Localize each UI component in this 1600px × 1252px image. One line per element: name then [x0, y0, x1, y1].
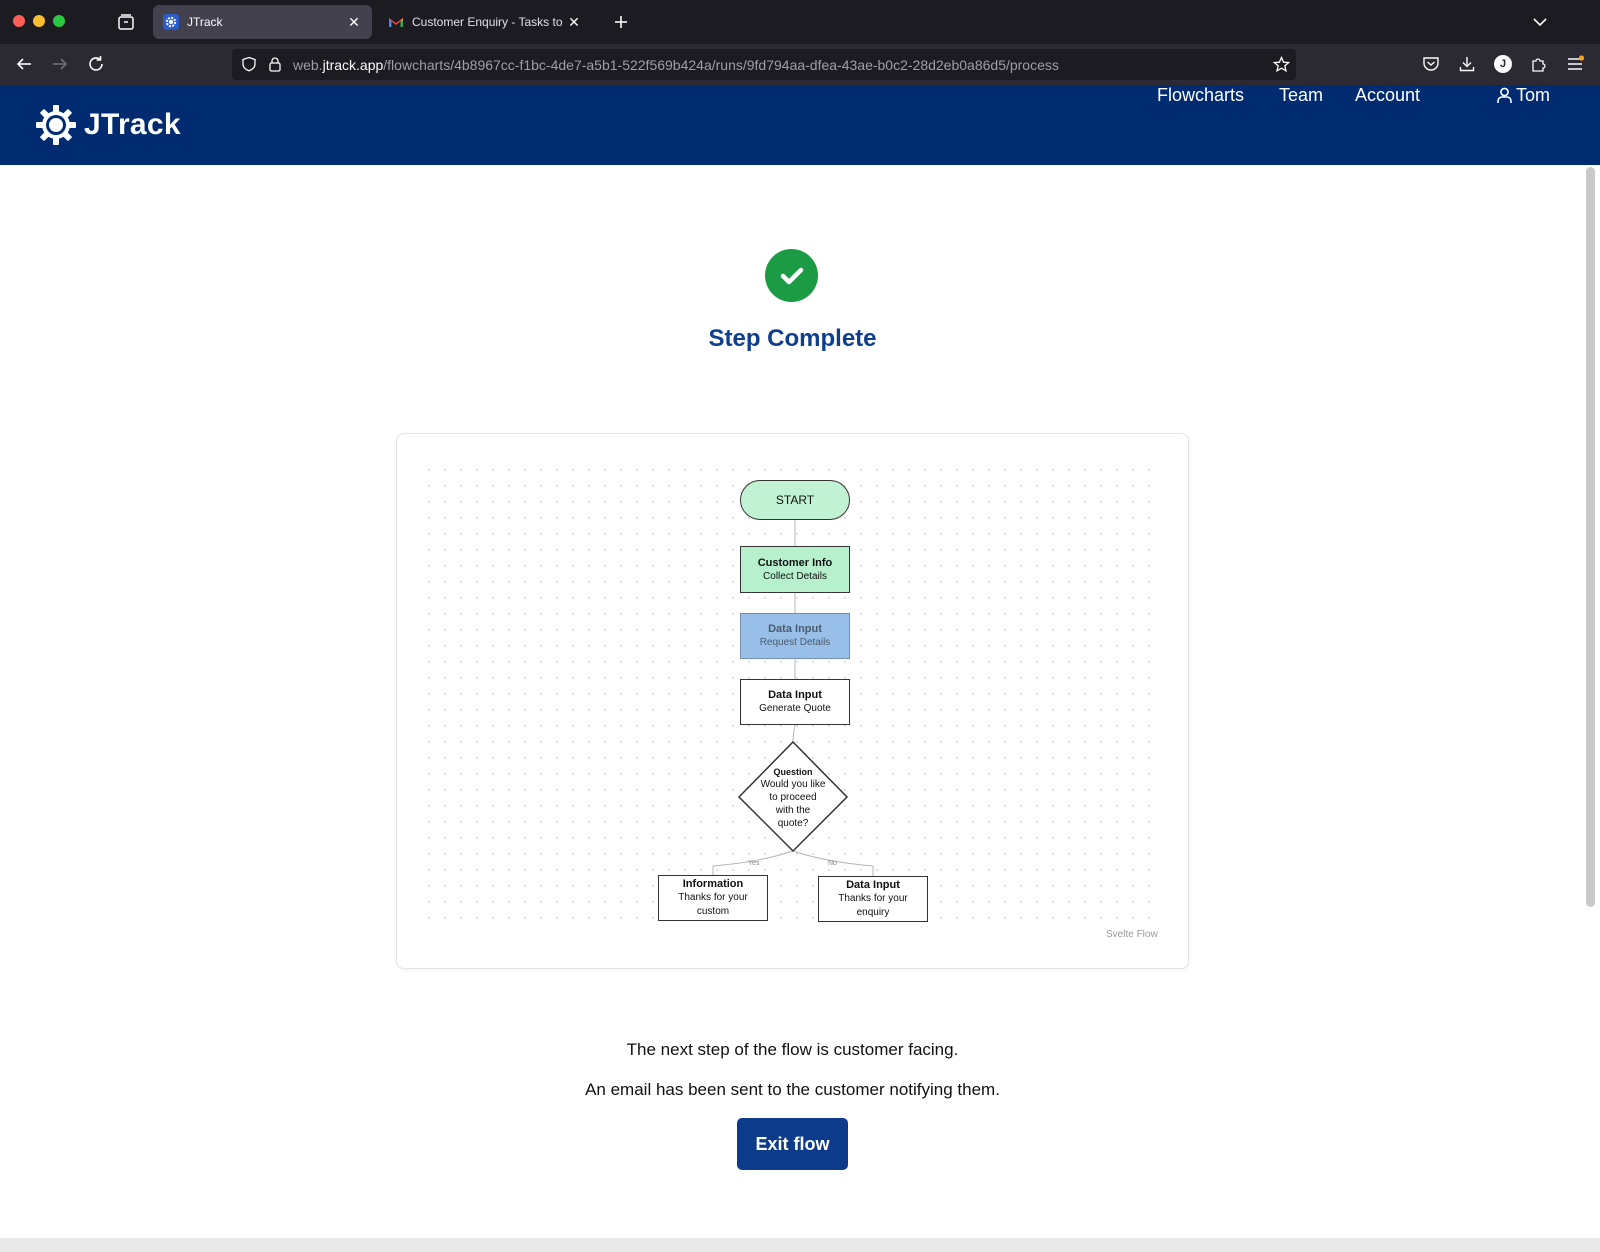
user-name: Tom — [1516, 85, 1551, 105]
node-title: Information — [682, 878, 744, 890]
app-menu-icon[interactable] — [1566, 55, 1584, 73]
tab-customer-enquiry[interactable]: Customer Enquiry - Tasks to com ✕ — [378, 5, 592, 39]
flow-node-customer-info[interactable]: Customer Info Collect Details — [740, 546, 850, 593]
start-label: START — [775, 493, 815, 507]
flow-node-request-details[interactable]: Data Input Request Details — [740, 613, 850, 659]
svelte-flow-attribution[interactable]: Svelte Flow — [1106, 929, 1158, 940]
success-check-icon — [765, 249, 818, 302]
message-email-sent: An email has been sent to the customer n… — [585, 1080, 1000, 1099]
node-subtitle: Thanks for your custom — [678, 892, 748, 917]
flow-node-generate-quote[interactable]: Data Input Generate Quote — [740, 679, 850, 725]
brand-name: JTrack — [84, 108, 181, 141]
url-host-prefix: web. — [293, 57, 323, 73]
node-subtitle: Request Details — [759, 637, 831, 648]
node-title: Data Input — [768, 689, 822, 701]
edge-label-no: No — [828, 860, 837, 867]
tab-title: Customer Enquiry - Tasks to com — [412, 15, 566, 29]
page-title: Step Complete — [708, 325, 877, 352]
url-path: /flowcharts/4b8967cc-f1bc-4de7-a5b1-522f… — [383, 57, 1059, 73]
flow-node-start[interactable]: START — [740, 480, 850, 520]
app-header: JTrack Flowcharts Team Account Tom — [0, 85, 1600, 165]
maximize-window-button[interactable] — [53, 15, 65, 27]
browser-toolbar: web.jtrack.app/flowcharts/4b8967cc-f1bc-… — [0, 44, 1600, 85]
nav-account[interactable]: Account — [1355, 85, 1421, 105]
exit-flow-button[interactable]: Exit flow — [737, 1118, 848, 1170]
tab-title: JTrack — [187, 15, 223, 29]
close-window-button[interactable] — [13, 15, 25, 27]
flow-node-question[interactable]: Question Would you like to proceed with … — [752, 766, 834, 830]
pocket-icon[interactable] — [1422, 55, 1440, 73]
jtrack-favicon-icon — [163, 14, 179, 30]
url-host-domain: jtrack.app — [322, 57, 384, 73]
user-icon — [1497, 87, 1512, 103]
node-title: Customer Info — [757, 556, 833, 569]
node-subtitle: Thanks for your enquiry — [838, 893, 908, 918]
brand-logo[interactable]: JTrack — [35, 104, 181, 146]
tracking-shield-icon[interactable] — [241, 56, 257, 72]
minimize-window-button[interactable] — [33, 15, 45, 27]
lock-icon[interactable] — [268, 56, 282, 72]
node-subtitle: Generate Quote — [759, 703, 831, 714]
edge-label-yes: Yes — [748, 860, 760, 867]
gmail-favicon-icon — [389, 18, 403, 27]
bookmark-star-icon[interactable] — [1273, 56, 1290, 73]
list-all-tabs-icon[interactable] — [1530, 13, 1550, 31]
nav-team[interactable]: Team — [1279, 85, 1324, 105]
flow-node-information[interactable]: Information Thanks for your custom — [658, 875, 768, 921]
nav-flowcharts[interactable]: Flowcharts — [1157, 85, 1245, 105]
node-title: Question — [773, 767, 813, 777]
address-bar[interactable]: web.jtrack.app/flowcharts/4b8967cc-f1bc-… — [232, 49, 1296, 80]
downloads-icon[interactable] — [1458, 55, 1476, 73]
forward-arrow-icon[interactable] — [49, 53, 71, 75]
message-customer-facing: The next step of the flow is customer fa… — [626, 1040, 959, 1059]
page-scrollbar[interactable] — [1586, 167, 1595, 907]
browser-tab-bar: JTrack ✕ Customer Enquiry - Tasks to com… — [0, 0, 1600, 44]
reload-icon[interactable] — [85, 53, 107, 75]
gear-logo-icon — [36, 105, 76, 145]
extensions-icon[interactable] — [1530, 55, 1548, 73]
node-subtitle: Collect Details — [763, 570, 827, 582]
user-menu[interactable]: Tom — [1497, 85, 1550, 106]
profile-avatar[interactable]: J — [1494, 55, 1512, 73]
flow-node-thanks-enquiry[interactable]: Data Input Thanks for your enquiry — [818, 876, 928, 922]
back-arrow-icon[interactable] — [13, 53, 35, 75]
node-question-text: Would you like to proceed with the quote… — [760, 779, 826, 829]
url-text[interactable]: web.jtrack.app/flowcharts/4b8967cc-f1bc-… — [293, 57, 1059, 73]
new-tab-icon[interactable] — [611, 12, 631, 32]
close-tab-icon[interactable]: ✕ — [568, 13, 580, 30]
tab-jtrack[interactable]: JTrack ✕ — [153, 5, 372, 39]
horizontal-scroll-track — [0, 1238, 1600, 1252]
tab-overview-icon[interactable] — [116, 12, 136, 32]
close-tab-icon[interactable]: ✕ — [348, 13, 360, 30]
node-title: Data Input — [768, 623, 822, 635]
profile-initial: J — [1499, 58, 1507, 70]
node-title: Data Input — [846, 879, 900, 891]
